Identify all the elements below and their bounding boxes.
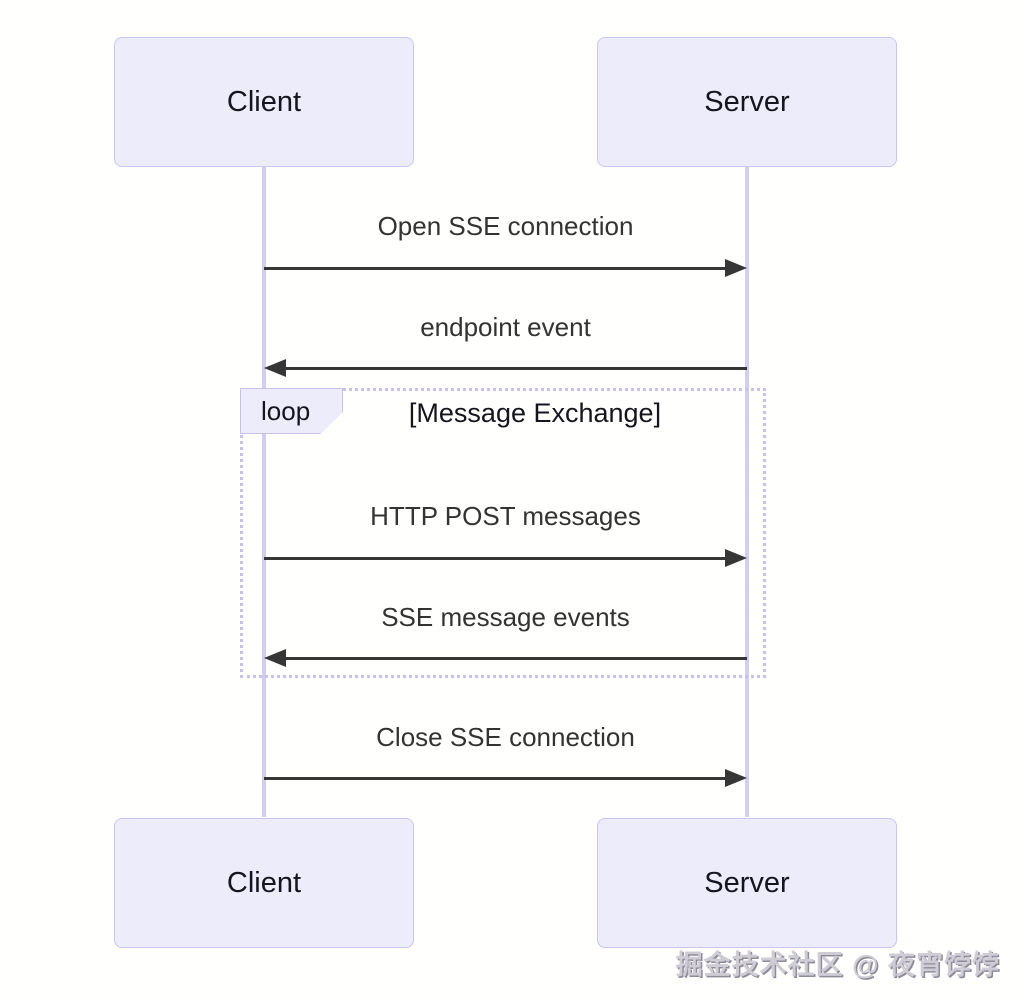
message-close-sse-label: Close SSE connection [376, 722, 635, 752]
message-http-post-arrow-right-icon [264, 549, 747, 567]
actor-client-top-label: Client [226, 85, 302, 118]
arrow-line [264, 557, 731, 560]
actor-server-bottom-label: Server [704, 866, 790, 899]
loop-fragment-border [240, 388, 766, 678]
loop-title: [Message Exchange] [408, 398, 662, 428]
actor-server-top: Server [597, 37, 897, 167]
arrow-line [264, 267, 731, 270]
actor-client-top: Client [114, 37, 414, 167]
message-sse-events-arrow-left-icon [264, 649, 747, 667]
actor-client-bottom-label: Client [226, 866, 302, 899]
message-endpoint-event-label: endpoint event [420, 312, 591, 342]
arrow-line [264, 777, 731, 780]
loop-keyword-badge: loop [240, 388, 343, 434]
message-endpoint-event-arrow-left-icon [264, 359, 747, 377]
message-open-sse-label: Open SSE connection [377, 211, 634, 241]
arrow-line [280, 367, 747, 370]
message-open-sse-arrow-right-icon [264, 259, 747, 277]
message-close-sse-arrow-right-icon [264, 769, 747, 787]
watermark-text: 掘金技术社区 @ 夜宵饽饽 [675, 950, 1000, 980]
actor-server-bottom: Server [597, 818, 897, 948]
loop-keyword-label: loop [261, 395, 311, 426]
message-http-post-label: HTTP POST messages [370, 501, 641, 531]
message-sse-events-label: SSE message events [381, 602, 630, 632]
client-lifeline [262, 167, 266, 817]
arrow-line [280, 657, 747, 660]
actor-client-bottom: Client [114, 818, 414, 948]
server-lifeline [745, 167, 749, 817]
actor-server-top-label: Server [704, 85, 790, 118]
